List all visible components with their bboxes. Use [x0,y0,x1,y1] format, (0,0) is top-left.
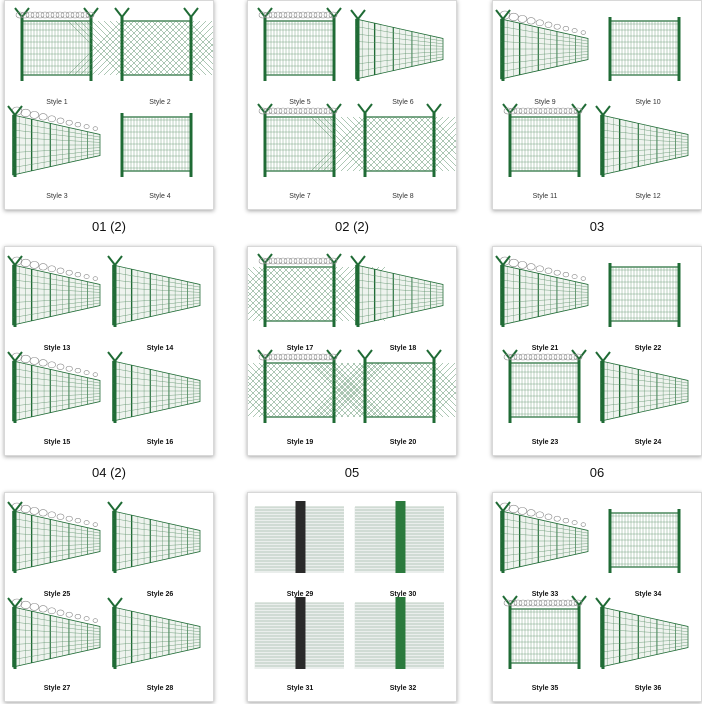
fence-style-33 [495,501,589,573]
fence-style-36 [595,597,689,669]
fence-style-4 [120,113,193,177]
gallery-tile-1[interactable]: Style 1 Style 2 Style 3 Style 4 [4,0,214,210]
style-label: Style 27 [44,685,71,692]
style-label: Style 20 [390,439,417,446]
style-label: Style 15 [44,439,71,446]
gallery-tile-9[interactable]: Style 33 Style 34 Style 35 Style 36 [492,492,702,702]
fence-style-35 [502,595,587,669]
fence-style-28 [107,597,201,669]
style-label: Style 30 [390,591,417,598]
style-label: Style 25 [44,591,71,598]
fence-style-25 [7,501,101,573]
gallery-tile-5[interactable]: Style 17 Style 18 Style 19 Style 20 [247,246,457,456]
fence-style-23 [502,349,587,423]
fence-style-24 [595,351,689,423]
style-label: Style 11 [533,193,558,200]
gallery-tile-6[interactable]: Style 21 Style 22 Style 23 Style 24 [492,246,702,456]
style-label: Style 21 [532,345,559,352]
fence-style-11 [502,103,587,177]
style-label: Style 3 [46,193,68,200]
fence-style-29 [254,501,344,573]
style-label: Style 1 [46,99,68,106]
fence-style-2 [67,7,213,81]
style-label: Style 14 [147,345,174,352]
fence-illustration: Style 21 Style 22 Style 23 Style 24 [495,255,689,446]
tile-caption-2[interactable]: 02 (2) [335,219,369,234]
fence-style-32 [354,597,444,669]
tile-caption-3[interactable]: 03 [589,219,605,234]
fence-style-18 [350,255,444,327]
style-label: Style 28 [147,685,174,692]
tile-caption-5[interactable]: 05 [344,465,360,480]
fence-illustration: Style 29 Style 30 Style 31 Style 32 [254,501,444,692]
fence-style-16 [107,351,201,423]
fence-illustration: Style 5 Style 6 Style 7 Style 8 [257,7,456,200]
style-label: Style 5 [289,99,311,106]
fence-style-26 [107,501,201,573]
fence-style-12 [595,105,689,177]
fence-style-8 [310,103,456,177]
fence-style-21 [495,255,589,327]
gallery-tile-2[interactable]: Style 5 Style 6 Style 7 Style 8 [247,0,457,210]
style-label: Style 10 [635,99,660,106]
fence-style-34 [608,509,681,573]
fence-style-22 [608,263,681,327]
style-label: Style 9 [534,99,556,106]
fence-style-27 [7,597,101,669]
style-label: Style 32 [390,685,417,692]
style-label: Style 2 [149,99,171,106]
gallery-tile-8[interactable]: Style 29 Style 30 Style 31 Style 32 [247,492,457,702]
style-label: Style 23 [532,439,559,446]
style-label: Style 7 [289,193,311,200]
fence-illustration: Style 13 Style 14 Style 15 Style 16 [7,255,201,446]
style-label: Style 24 [635,439,662,446]
fence-style-20 [310,349,456,423]
fence-style-3 [7,105,101,177]
fence-illustration: Style 33 Style 34 Style 35 Style 36 [495,501,689,692]
fence-style-6 [350,9,444,81]
fence-style-17 [248,253,386,327]
style-label: Style 34 [635,591,662,598]
style-label: Style 31 [287,685,314,692]
tile-caption-1[interactable]: 01 (2) [92,219,126,234]
gallery-tile-4[interactable]: Style 13 Style 14 Style 15 Style 16 [4,246,214,456]
gallery-tile-7[interactable]: Style 25 Style 26 Style 27 Style 28 [4,492,214,702]
style-label: Style 4 [149,193,171,200]
style-label: Style 26 [147,591,174,598]
style-label: Style 35 [532,685,559,692]
fence-illustration: Style 17 Style 18 Style 19 Style 20 [248,253,456,446]
fence-style-30 [354,501,444,573]
fence-style-1 [14,7,99,81]
fence-style-13 [7,255,101,327]
style-label: Style 22 [635,345,662,352]
fence-illustration: Style 25 Style 26 Style 27 Style 28 [7,501,201,692]
style-label: Style 12 [635,193,660,200]
style-label: Style 19 [287,439,314,446]
tile-caption-4[interactable]: 04 (2) [92,465,126,480]
style-label: Style 33 [532,591,559,598]
style-label: Style 18 [390,345,417,352]
fence-style-7 [257,103,342,177]
style-label: Style 17 [287,345,314,352]
fence-style-14 [107,255,201,327]
fence-style-9 [495,9,589,81]
style-label: Style 13 [44,345,71,352]
style-label: Style 29 [287,591,314,598]
fence-style-10 [608,17,681,81]
style-label: Style 16 [147,439,174,446]
tile-caption-6[interactable]: 06 [589,465,605,480]
fence-illustration: Style 1 Style 2 Style 3 Style 4 [7,7,213,200]
style-label: Style 6 [392,99,414,106]
fence-illustration: Style 9 Style 10 Style 11 Style 12 [495,9,689,200]
gallery-tile-3[interactable]: Style 9 Style 10 Style 11 Style 12 [492,0,702,210]
fence-style-31 [254,597,344,669]
style-label: Style 36 [635,685,662,692]
fence-style-15 [7,351,101,423]
fence-style-5 [257,7,342,81]
style-label: Style 8 [392,193,414,200]
